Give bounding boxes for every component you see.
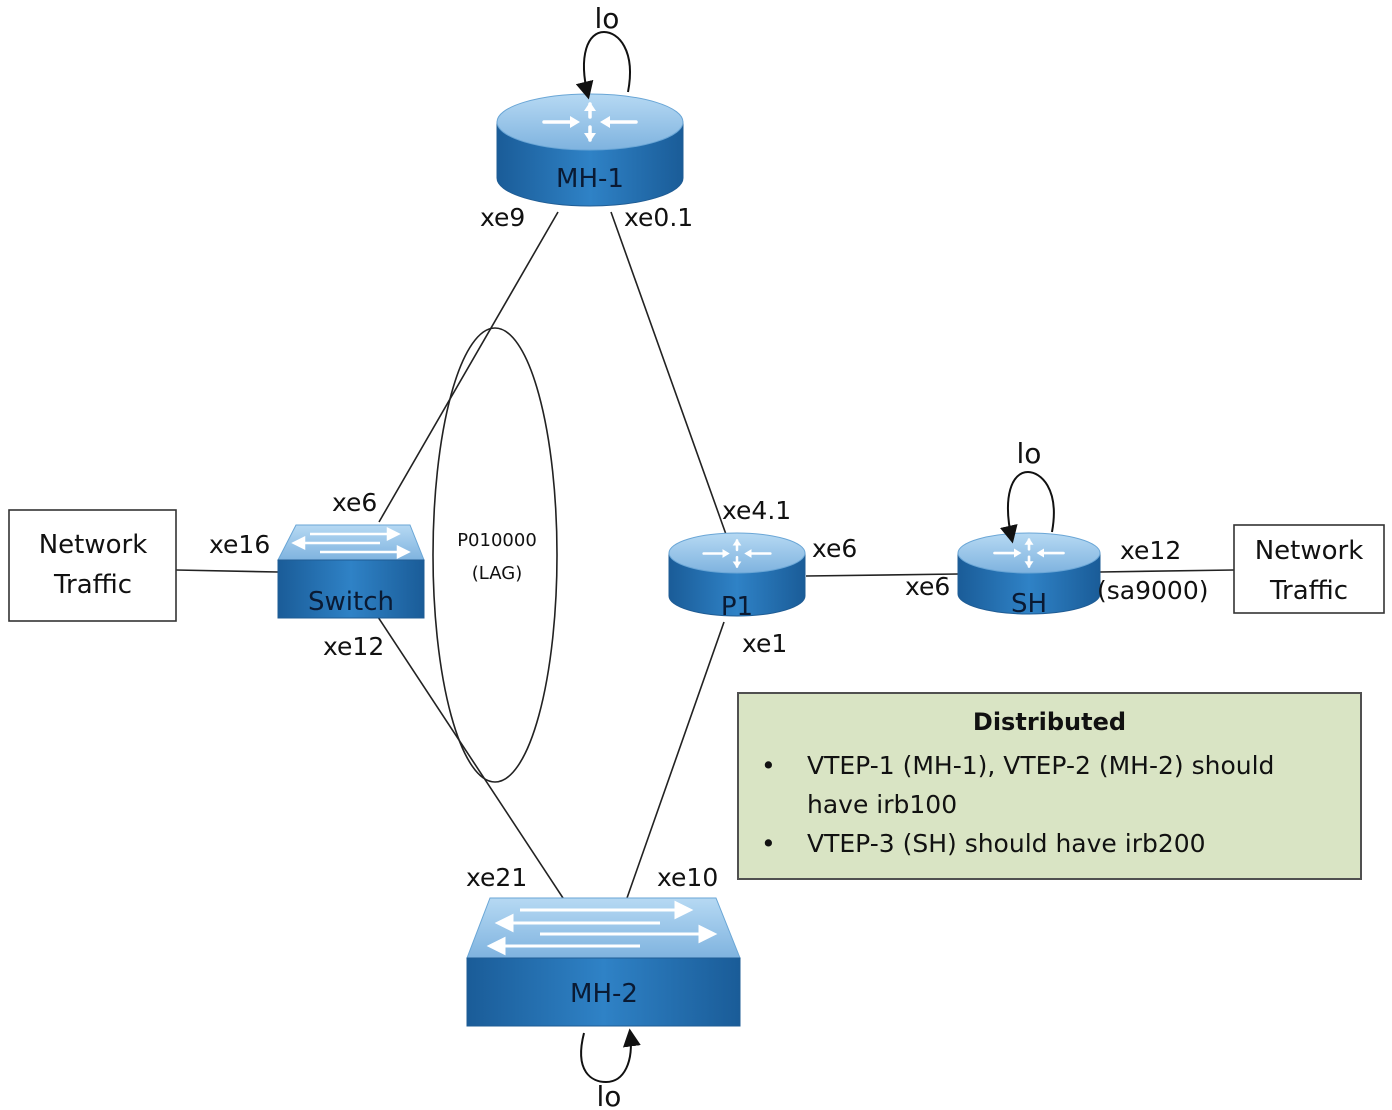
loopback-mh2-label: lo	[597, 1080, 622, 1110]
note-item: • VTEP-3 (SH) should have irb200	[761, 824, 1331, 863]
lag-group: P010000 (LAG)	[432, 327, 558, 783]
link-mh1-p1	[610, 211, 729, 541]
router-sh-top	[957, 532, 1101, 574]
note-item-2-line1: VTEP-3 (SH) should have irb200	[807, 829, 1206, 858]
bullet-icon: •	[761, 829, 776, 858]
note-item: • VTEP-1 (MH-1), VTEP-2 (MH-2) should ha…	[761, 746, 1331, 824]
router-sh-label: SH	[1011, 589, 1047, 619]
distributed-note: Distributed • VTEP-1 (MH-1), VTEP-2 (MH-…	[737, 692, 1362, 880]
note-title: Distributed	[972, 708, 1127, 736]
interface-labels: xe9 xe0.1 xe6 xe16 xe12 xe4.1 xe6 xe1 xe…	[209, 203, 1208, 892]
link-p1-sh	[805, 573, 959, 577]
iface-mh1-xe9: xe9	[480, 203, 525, 232]
router-p1: P1	[668, 532, 806, 622]
router-p1-top	[668, 532, 806, 574]
link-mh1-switch	[378, 211, 559, 523]
iface-mh2-xe10: xe10	[657, 863, 718, 892]
iface-sh-xe6: xe6	[905, 572, 950, 601]
bullet-icon: •	[761, 751, 776, 780]
iface-sh-xe12: xe12	[1120, 536, 1181, 565]
loopback-sh-arrow	[1000, 470, 1055, 544]
switch-device: Switch	[277, 524, 425, 619]
iface-p1-xe1: xe1	[742, 629, 787, 658]
switch-front	[277, 559, 425, 619]
traffic-left-line2: Traffic	[53, 570, 132, 600]
network-traffic-left: Network Traffic	[8, 509, 177, 622]
switch-arrows-icon	[486, 900, 718, 956]
iface-switch-xe16: xe16	[209, 530, 270, 559]
traffic-left-box	[8, 509, 177, 622]
loopback-mh2-arrow	[580, 1028, 641, 1084]
router-p1-label: P1	[721, 592, 753, 622]
lag-ellipse	[432, 327, 558, 783]
link-sh-traffic	[1099, 569, 1235, 573]
iface-switch-xe6: xe6	[332, 488, 377, 517]
switch-mh2-label: MH-2	[570, 979, 638, 1009]
network-traffic-right: Network Traffic	[1233, 524, 1385, 614]
link-traffic-switch	[175, 569, 279, 573]
link-p1-mh2	[626, 621, 725, 899]
router-sh: SH	[957, 532, 1101, 619]
switch-arrows-icon	[291, 526, 411, 560]
iface-p1-xe6: xe6	[812, 534, 857, 563]
iface-mh2-xe21: xe21	[466, 863, 527, 892]
lag-type: (LAG)	[472, 563, 522, 584]
traffic-left-line1: Network	[39, 530, 148, 560]
iface-switch-xe12: xe12	[323, 632, 384, 661]
note-item-1-line2: have irb100	[807, 790, 958, 819]
iface-mh1-xe0-1: xe0.1	[624, 203, 693, 232]
loopback-mh1-arrow	[575, 30, 631, 100]
loopbacks: lo lo lo	[575, 2, 1055, 1110]
traffic-right-line2: Traffic	[1269, 576, 1348, 606]
loopback-sh-label: lo	[1017, 437, 1042, 470]
traffic-right-line1: Network	[1255, 536, 1364, 566]
lag-name: P010000	[457, 530, 537, 551]
traffic-right-box	[1233, 524, 1385, 614]
note-list: • VTEP-1 (MH-1), VTEP-2 (MH-2) should ha…	[761, 746, 1331, 863]
loopback-mh1-label: lo	[595, 2, 620, 35]
switch-label: Switch	[308, 587, 394, 617]
iface-p1-xe4-1: xe4.1	[722, 496, 791, 525]
link-switch-mh2	[377, 616, 564, 899]
switch-mh2: MH-2	[466, 897, 741, 1027]
iface-sh-sa9000: (sa9000)	[1097, 576, 1208, 605]
links	[175, 211, 1235, 899]
note-item-1-line1: VTEP-1 (MH-1), VTEP-2 (MH-2) should	[807, 751, 1275, 780]
switch-mh2-front	[466, 957, 741, 1027]
router-mh1-label: MH-1	[556, 164, 624, 194]
router-mh1: MH-1	[496, 93, 684, 207]
